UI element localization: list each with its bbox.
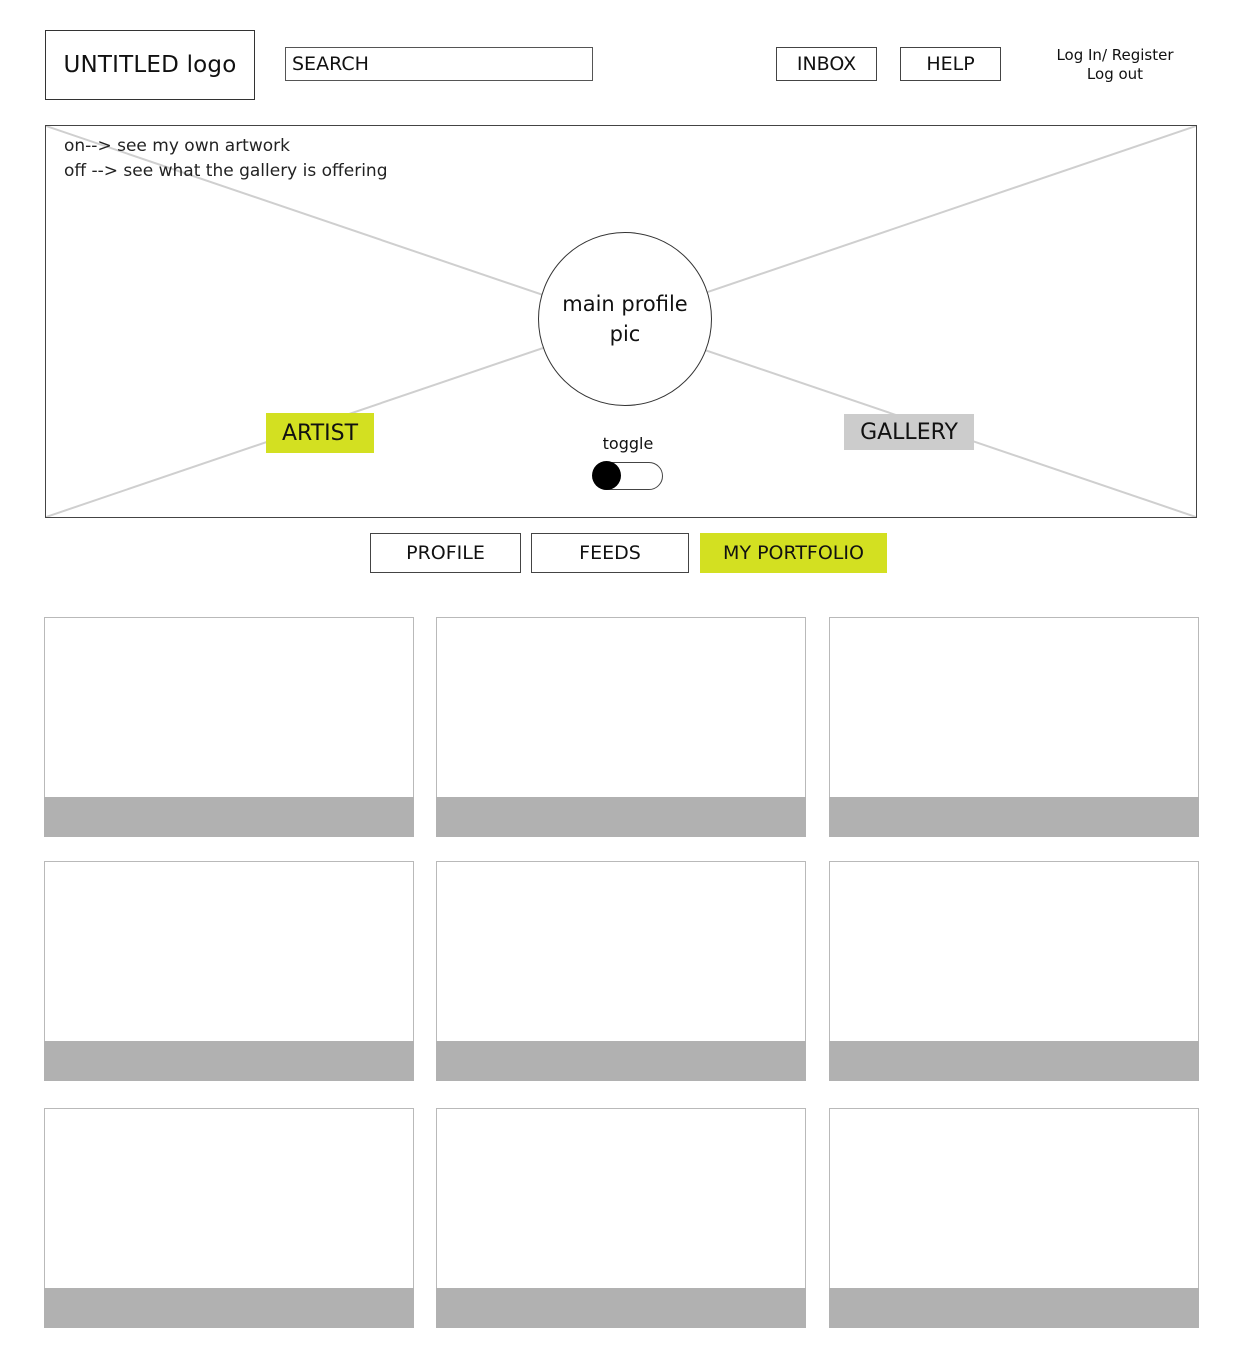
hint-off-text: off --> see what the gallery is offering — [64, 161, 388, 181]
toggle-hint: on--> see my own artwork off --> see wha… — [64, 134, 387, 184]
artist-label[interactable]: ARTIST — [266, 413, 374, 453]
card-caption-bar — [44, 1041, 414, 1081]
card-caption-bar — [436, 1288, 806, 1328]
toggle-label: toggle — [602, 434, 654, 453]
cover-image-placeholder: on--> see my own artwork off --> see wha… — [45, 125, 1197, 518]
portfolio-card[interactable] — [829, 617, 1199, 837]
tab-profile[interactable]: PROFILE — [370, 533, 521, 573]
card-caption-bar — [829, 1288, 1199, 1328]
artist-gallery-toggle[interactable] — [592, 461, 663, 490]
card-caption-bar — [829, 797, 1199, 837]
tab-my-portfolio[interactable]: MY PORTFOLIO — [700, 533, 887, 573]
portfolio-card[interactable] — [829, 1108, 1199, 1328]
auth-links: Log In/ Register Log out — [1040, 46, 1190, 84]
hint-on-text: on--> see my own artwork — [64, 136, 290, 156]
logout-link[interactable]: Log out — [1086, 65, 1144, 83]
inbox-button[interactable]: INBOX — [776, 47, 877, 81]
portfolio-card[interactable] — [44, 617, 414, 837]
main-profile-pic[interactable]: main profile pic — [538, 232, 712, 406]
portfolio-card[interactable] — [436, 617, 806, 837]
portfolio-card[interactable] — [436, 861, 806, 1081]
card-caption-bar — [44, 1288, 414, 1328]
portfolio-card[interactable] — [44, 861, 414, 1081]
profile-pic-label: main profile pic — [562, 292, 688, 346]
portfolio-card[interactable] — [829, 861, 1199, 1081]
toggle-knob[interactable] — [592, 461, 621, 490]
search-input[interactable] — [285, 47, 593, 81]
card-caption-bar — [44, 797, 414, 837]
card-caption-bar — [829, 1041, 1199, 1081]
help-button[interactable]: HELP — [900, 47, 1001, 81]
gallery-label[interactable]: GALLERY — [844, 414, 974, 450]
portfolio-card[interactable] — [436, 1108, 806, 1328]
logo[interactable]: UNTITLED logo — [45, 30, 255, 100]
portfolio-card[interactable] — [44, 1108, 414, 1328]
card-caption-bar — [436, 1041, 806, 1081]
login-register-link[interactable]: Log In/ Register — [1056, 46, 1174, 64]
card-caption-bar — [436, 797, 806, 837]
tab-feeds[interactable]: FEEDS — [531, 533, 689, 573]
